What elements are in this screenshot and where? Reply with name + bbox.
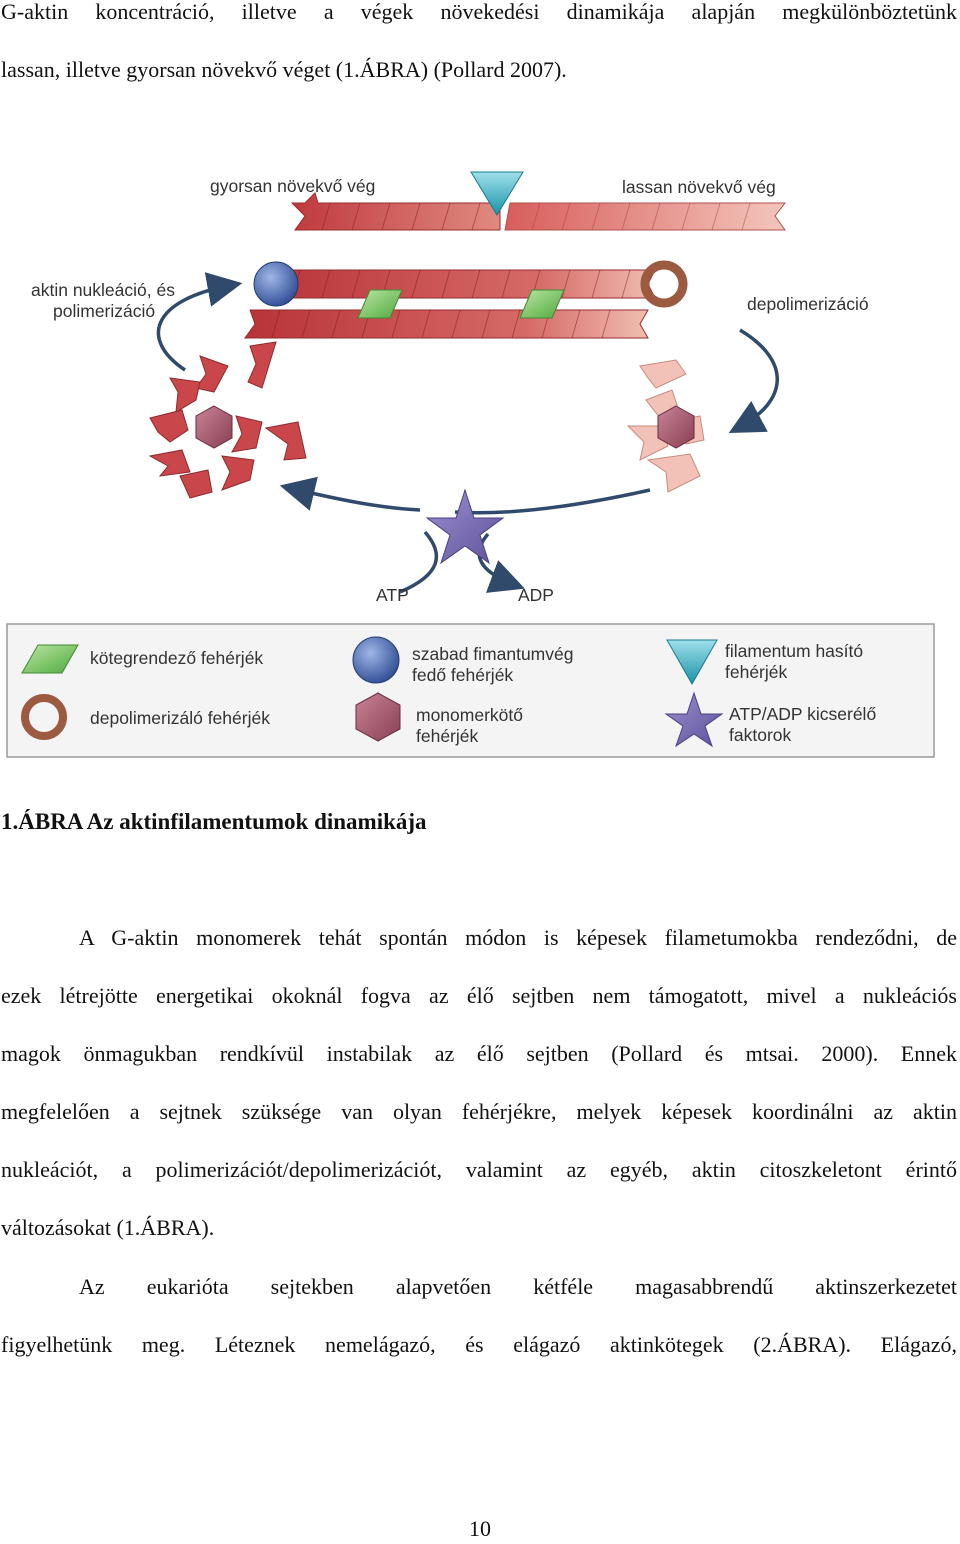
blue-sphere-icon: [352, 636, 400, 684]
text-line: változásokat (1.ÁBRA).: [1, 1215, 215, 1240]
monomer-binding-protein-icon: [657, 405, 695, 449]
bundling-protein-icon: [519, 289, 565, 319]
brown-ring-icon: [21, 694, 67, 740]
legend-label: monomerkötő: [416, 705, 523, 725]
text-line: Az eukarióta sejtekben alapvetően kétfél…: [79, 1274, 957, 1299]
exchange-factor-icon: [425, 488, 505, 565]
purple-star-icon: [664, 691, 724, 748]
mauve-hexagon-icon: [355, 692, 401, 742]
actin-dynamics-figure: gyorsan növekvő vég lassan növekvő vég a…: [6, 171, 935, 758]
green-parallelogram-icon: [21, 644, 79, 674]
label-depolymerization: depolimerizáció: [747, 294, 869, 314]
text-line: ezek létrejötte energetikai okoknál fogv…: [1, 983, 957, 1008]
text-line: magok önmagukban rendkívül instabilak az…: [1, 1041, 957, 1066]
monomer-binding-protein-icon: [195, 405, 233, 449]
text-line: G-aktin koncentráció, illetve a végek nö…: [1, 0, 957, 24]
top-filament: [290, 171, 787, 231]
text-line: A G-aktin monomerek tehát spontán módon …: [79, 925, 957, 950]
legend-label: kötegrendező fehérjék: [90, 648, 263, 668]
label-atp: ATP: [376, 585, 409, 605]
bundling-protein-icon: [357, 289, 403, 319]
legend-label: ATP/ADP kicserélő: [729, 704, 876, 724]
actin-monomers-atp: [148, 341, 307, 499]
text-line: megfelelően a sejtnek szüksége van olyan…: [1, 1099, 957, 1124]
figure-caption: 1.ÁBRA Az aktinfilamentumok dinamikája: [1, 809, 427, 834]
cyan-triangle-icon: [666, 639, 718, 686]
text-line: nukleációt, a polimerizációt/depolimeriz…: [1, 1157, 957, 1182]
capping-protein-icon: [253, 261, 299, 307]
legend-label: faktorok: [729, 725, 791, 745]
page-number: 10: [469, 1516, 491, 1541]
label-nucleation: polimerizáció: [53, 301, 155, 321]
depolymerizing-protein-icon: [640, 260, 688, 308]
severing-protein-icon: [470, 171, 524, 216]
figure-legend: kötegrendező fehérjék szabad fimantumvég…: [6, 623, 935, 758]
legend-label: depolimerizáló fehérjék: [90, 708, 270, 728]
cycle-arrows: [156, 272, 779, 594]
legend-label: fedő fehérjék: [412, 665, 513, 685]
legend-label: filamentum hasító: [725, 641, 863, 661]
middle-filament: [244, 260, 688, 339]
label-slow-end: lassan növekvő vég: [622, 177, 776, 197]
legend-label: fehérjék: [725, 662, 788, 682]
text-line: figyelhetünk meg. Léteznek nemelágazó, é…: [1, 1332, 957, 1357]
actin-monomers-adp: [626, 359, 705, 493]
text-line: lassan, illetve gyorsan növekvő véget (1…: [1, 57, 567, 82]
label-nucleation: aktin nukleáció, és: [31, 280, 175, 300]
label-adp: ADP: [518, 585, 554, 605]
label-fast-end: gyorsan növekvő vég: [210, 176, 375, 196]
legend-label: szabad fimantumvég: [412, 644, 573, 664]
legend-label: fehérjék: [416, 726, 479, 746]
